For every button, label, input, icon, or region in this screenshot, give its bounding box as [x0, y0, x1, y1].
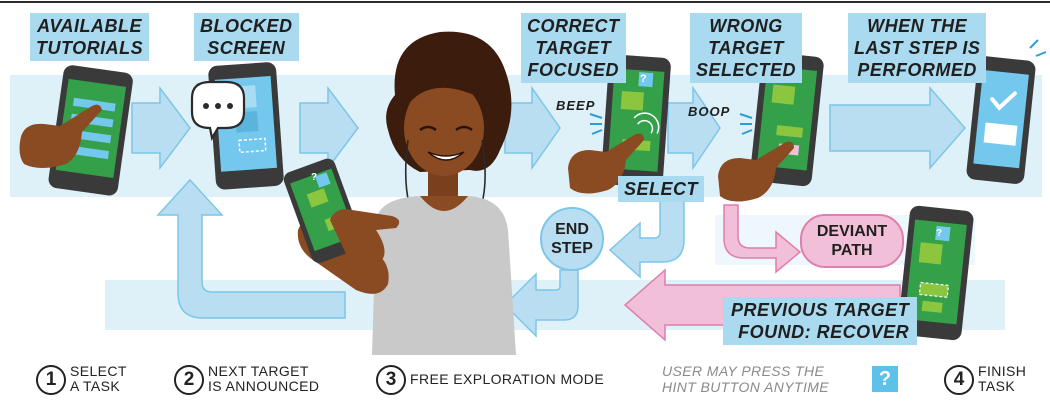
- hint-button[interactable]: ?: [872, 366, 898, 392]
- legend-step-4-number: 4: [944, 365, 974, 395]
- legend-step-1-text: SELECT A TASK: [70, 363, 127, 394]
- flow-arrow-5: [829, 86, 966, 170]
- deviant-path-bubble: DEVIANT PATH: [800, 214, 904, 268]
- label-previous-target: PREVIOUS TARGET FOUND: RECOVER: [723, 297, 918, 345]
- speech-bubble: [190, 80, 246, 142]
- boop-text: BOOP: [688, 104, 731, 119]
- flow-arrow-2: [299, 85, 359, 171]
- end-step-bubble: END STEP: [540, 207, 604, 271]
- top-rule: [0, 1, 1050, 3]
- beep-lines: [589, 113, 603, 135]
- end-step-arrow: [503, 269, 579, 338]
- hand-woman-pointing: [330, 209, 400, 266]
- flow-arrow-1: [131, 85, 191, 171]
- hint-note: USER MAY PRESS THE HINT BUTTON ANYTIME: [662, 363, 830, 395]
- legend-step-3-text: FREE EXPLORATION MODE: [410, 371, 605, 387]
- boop-lines: [739, 113, 753, 135]
- hand-tutorials: [19, 104, 102, 168]
- legend-step-2-text: NEXT TARGET IS ANNOUNCED: [208, 363, 320, 394]
- deviant-arrow: [723, 204, 802, 274]
- legend-step-3-number: 3: [376, 365, 406, 395]
- label-wrong-target-selected: WRONG TARGET SELECTED: [690, 13, 803, 83]
- flow-arrow-3: [504, 85, 561, 171]
- label-correct-target-focused: CORRECT TARGET FOCUSED: [521, 13, 626, 83]
- select-arrow: [608, 189, 685, 279]
- woman-illustration: [297, 31, 516, 355]
- flow-arrow-4: [667, 85, 721, 171]
- label-select: SELECT: [618, 176, 705, 202]
- phone-hint-glyph: ?: [640, 73, 647, 85]
- label-when-last-step: WHEN THE LAST STEP IS PERFORMED: [848, 13, 987, 83]
- legend-step-2-number: 2: [174, 365, 204, 395]
- phone-last-step: [966, 56, 1036, 184]
- loop-back-arrow: [156, 178, 346, 319]
- beep-text: BEEP: [556, 98, 596, 113]
- finish-lines: [1029, 39, 1047, 57]
- label-available-tutorials: AVAILABLE TUTORIALS: [30, 13, 150, 61]
- legend-step-4-text: FINISH TASK: [978, 363, 1027, 394]
- hand-correct-target: [568, 133, 644, 194]
- phone-deviant: [897, 205, 974, 341]
- phone-hint-glyph: ?: [936, 228, 943, 239]
- label-blocked-screen: BLOCKED SCREEN: [194, 13, 299, 61]
- hand-wrong-target: [718, 141, 794, 202]
- legend-step-1-number: 1: [36, 365, 66, 395]
- phone-hint-glyph: ?: [311, 172, 318, 183]
